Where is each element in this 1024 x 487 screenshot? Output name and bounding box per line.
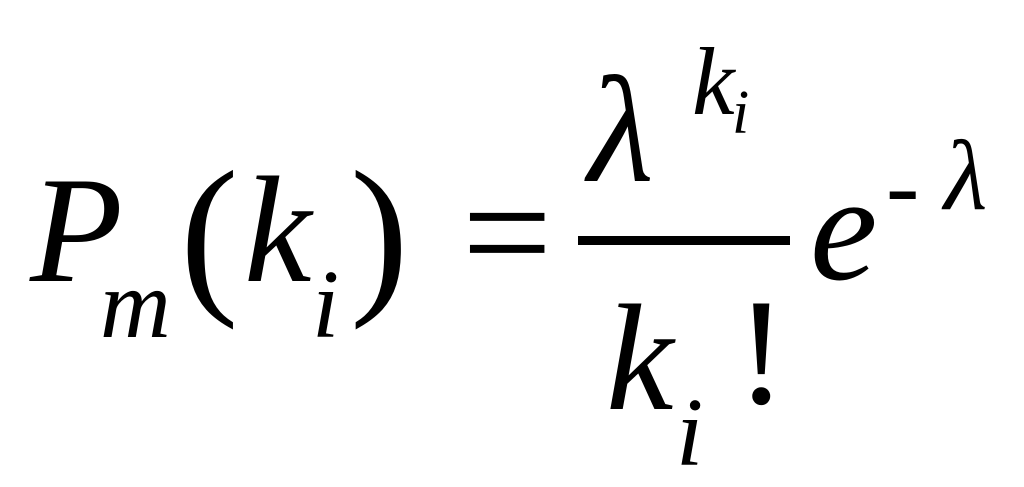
function-subscript-m: m (100, 251, 171, 359)
exponent-lambda: λ (944, 120, 988, 231)
close-parenthesis: ) (350, 136, 409, 331)
denominator-k: k (606, 274, 674, 442)
exponent-minus-sign: - (886, 130, 920, 241)
function-symbol-p: P (30, 146, 123, 314)
numerator-exponent-k: k (692, 28, 735, 135)
numerator-lambda: λ (588, 46, 654, 214)
exponential-base-e: e (810, 144, 878, 312)
equals-sign: = (462, 143, 553, 321)
numerator-exponent-subscript-i: i (732, 79, 750, 147)
argument-k: k (244, 146, 312, 314)
denominator-subscript-i: i (676, 379, 704, 487)
argument-subscript-i: i (312, 251, 340, 359)
factorial-sign: ! (736, 268, 787, 436)
fraction-bar (578, 236, 790, 245)
open-parenthesis: ( (180, 136, 239, 331)
